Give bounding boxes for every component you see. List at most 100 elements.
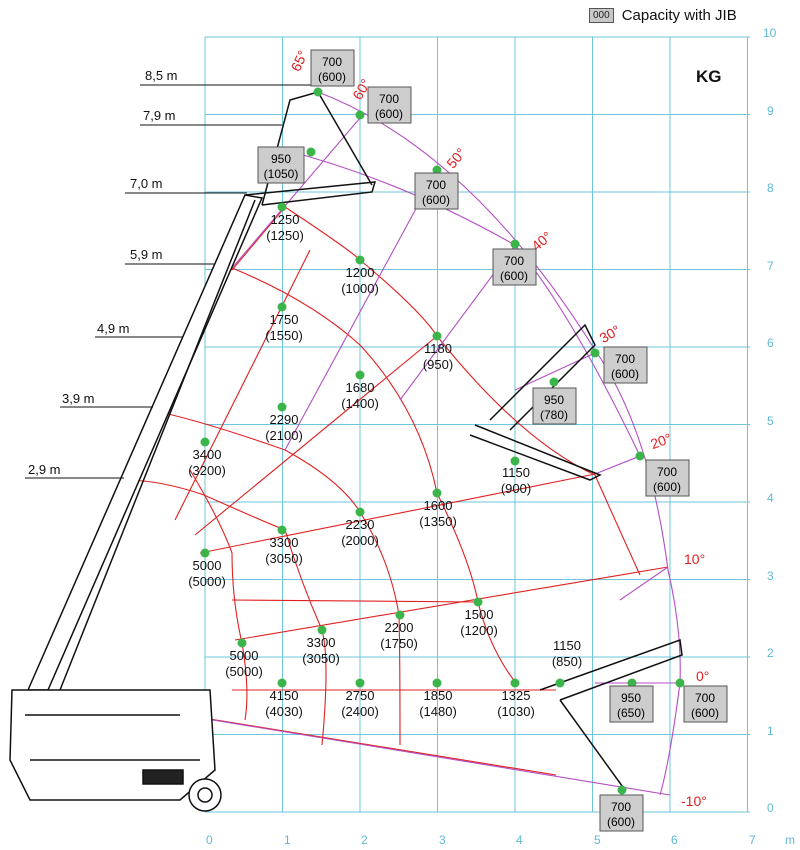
capacity-box: 700 (600) xyxy=(603,346,648,384)
capacity-label: 5000(5000) xyxy=(188,558,226,589)
capacity-label: 1680(1400) xyxy=(341,380,379,411)
capacity-label: 2750(2400) xyxy=(341,688,379,719)
capacity-label: 1200(1000) xyxy=(341,265,379,296)
crane-illustration xyxy=(9,91,683,812)
capacity-label: 2290(2100) xyxy=(265,412,303,443)
capacity-label: 2200(1750) xyxy=(380,620,418,651)
height-label: 8,5 m xyxy=(145,68,178,83)
svg-text:(1050): (1050) xyxy=(264,167,299,181)
svg-text:(1350): (1350) xyxy=(419,514,457,529)
svg-text:(1480): (1480) xyxy=(419,704,457,719)
svg-text:1850: 1850 xyxy=(424,688,453,703)
height-label: 7,0 m xyxy=(130,176,163,191)
capacity-label: 1150(850) xyxy=(552,638,582,669)
y-tick: 1 xyxy=(767,724,774,738)
svg-text:2290: 2290 xyxy=(270,412,299,427)
svg-text:(650): (650) xyxy=(617,706,645,720)
capacity-label: 1150(900) xyxy=(501,465,531,496)
svg-text:(600): (600) xyxy=(653,480,681,494)
y-tick: 9 xyxy=(767,104,774,118)
svg-text:(950): (950) xyxy=(423,357,453,372)
capacity-box: 950 (1050) xyxy=(257,146,305,184)
capacity-label: 1325(1030) xyxy=(497,688,535,719)
x-unit: m xyxy=(785,833,795,847)
svg-text:3400: 3400 xyxy=(193,447,222,462)
capacity-box: 700 (600) xyxy=(492,248,537,286)
capacity-box: 700 (600) xyxy=(599,794,644,832)
capacity-label: 3300(3050) xyxy=(265,535,303,566)
capacity-label: 3400(3200) xyxy=(188,447,226,478)
svg-text:(3050): (3050) xyxy=(302,651,340,666)
legend-label: Capacity with JIB xyxy=(621,6,737,24)
height-label: 5,9 m xyxy=(130,247,163,262)
height-label: 2,9 m xyxy=(28,462,61,477)
svg-text:700: 700 xyxy=(695,691,715,705)
svg-text:950: 950 xyxy=(271,152,291,166)
capacity-box: 700 (600) xyxy=(414,172,459,210)
svg-text:(600): (600) xyxy=(607,815,635,829)
angle-label: -10° xyxy=(681,793,707,809)
svg-text:(780): (780) xyxy=(540,408,568,422)
svg-text:(3050): (3050) xyxy=(265,551,303,566)
svg-text:(1250): (1250) xyxy=(266,228,304,243)
svg-text:1750: 1750 xyxy=(270,312,299,327)
svg-text:700: 700 xyxy=(426,178,446,192)
svg-text:(600): (600) xyxy=(375,107,403,121)
y-tick: 2 xyxy=(767,646,774,660)
capacity-box: 700 (600) xyxy=(683,685,728,723)
x-tick: 7 xyxy=(749,833,756,847)
svg-text:4150: 4150 xyxy=(270,688,299,703)
svg-text:2200: 2200 xyxy=(385,620,414,635)
x-tick: 0 xyxy=(206,833,213,847)
x-tick: 2 xyxy=(361,833,368,847)
svg-text:1500: 1500 xyxy=(465,607,494,622)
y-tick: 3 xyxy=(767,569,774,583)
svg-text:(1000): (1000) xyxy=(341,281,379,296)
svg-text:(2100): (2100) xyxy=(265,428,303,443)
x-tick: 5 xyxy=(594,833,601,847)
svg-text:(600): (600) xyxy=(500,269,528,283)
capacity-label: 2230(2000) xyxy=(341,517,379,548)
svg-text:1150: 1150 xyxy=(502,465,530,480)
svg-text:700: 700 xyxy=(611,800,631,814)
capacity-label: 4150(4030) xyxy=(265,688,303,719)
svg-text:700: 700 xyxy=(657,465,677,479)
legend-swatch: 000 xyxy=(589,7,614,23)
capacity-box: 700 (600) xyxy=(367,86,412,124)
angle-label: 10° xyxy=(684,551,705,567)
svg-text:(1400): (1400) xyxy=(341,396,379,411)
boxed-capacities: 700 (600) 700 (600) 950 (1050) 700 (600)… xyxy=(257,49,728,832)
capacity-label: 1250(1250) xyxy=(266,212,304,243)
x-tick: 6 xyxy=(671,833,678,847)
svg-text:(600): (600) xyxy=(422,193,450,207)
capacity-label: 1600(1350) xyxy=(419,498,457,529)
capacity-label: 1180(950) xyxy=(423,341,453,372)
capacity-box: 700 (600) xyxy=(310,49,355,87)
height-label: 4,9 m xyxy=(97,321,130,336)
capacity-labels: 1250(1250) 1200(1000) 1750(1550) 1180(95… xyxy=(188,212,582,719)
svg-text:700: 700 xyxy=(322,55,342,69)
capacity-label: 3300(3050) xyxy=(302,635,340,666)
svg-text:1680: 1680 xyxy=(346,380,375,395)
svg-text:(2000): (2000) xyxy=(341,533,379,548)
svg-text:3300: 3300 xyxy=(307,635,336,650)
capacity-label: 1850(1480) xyxy=(419,688,457,719)
svg-text:(3200): (3200) xyxy=(188,463,226,478)
svg-text:(5000): (5000) xyxy=(188,574,226,589)
svg-text:950: 950 xyxy=(621,691,641,705)
svg-text:5000: 5000 xyxy=(230,648,259,663)
height-label: 7,9 m xyxy=(143,108,176,123)
angle-label: 65° xyxy=(287,48,310,74)
capacity-box: 700 (600) xyxy=(645,459,690,497)
angle-label: 20° xyxy=(648,430,673,452)
angle-label: 30° xyxy=(597,322,623,346)
capacity-label: 1750(1550) xyxy=(265,312,303,343)
svg-text:(600): (600) xyxy=(318,70,346,84)
y-tick: 10 xyxy=(763,26,777,40)
svg-text:2230: 2230 xyxy=(346,517,375,532)
svg-text:1600: 1600 xyxy=(424,498,453,513)
svg-text:5000: 5000 xyxy=(193,558,222,573)
height-label: 3,9 m xyxy=(62,391,95,406)
y-tick: 8 xyxy=(767,181,774,195)
